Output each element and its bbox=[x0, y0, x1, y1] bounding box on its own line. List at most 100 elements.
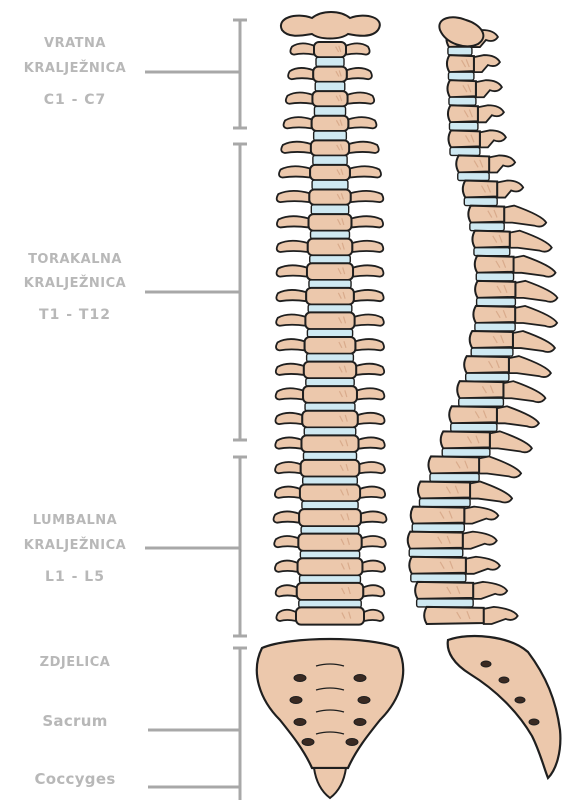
side-vertebra bbox=[468, 206, 546, 231]
side-intervertebral-disc bbox=[458, 172, 489, 180]
side-vertebral-body bbox=[408, 532, 463, 549]
intervertebral-disc bbox=[300, 575, 361, 582]
side-vertebral-body bbox=[424, 607, 484, 624]
left-transverse-process bbox=[288, 68, 313, 79]
side-sacral-foramen bbox=[529, 719, 539, 725]
side-vertebra bbox=[447, 55, 500, 80]
side-vertebral-body bbox=[464, 356, 509, 373]
side-vertebral-body bbox=[448, 130, 479, 147]
left-transverse-process bbox=[277, 191, 310, 202]
side-intervertebral-disc bbox=[476, 273, 513, 281]
left-transverse-process bbox=[274, 511, 300, 522]
vertebral-body bbox=[299, 509, 361, 526]
front-vertebra bbox=[277, 263, 384, 288]
side-intervertebral-disc bbox=[449, 97, 476, 105]
sacral-foramen bbox=[354, 675, 366, 682]
side-vertebral-body bbox=[418, 482, 470, 499]
front-vertebra bbox=[276, 607, 383, 624]
right-transverse-process bbox=[349, 142, 379, 153]
spinous-process bbox=[484, 607, 518, 624]
left-transverse-process bbox=[276, 290, 306, 301]
left-transverse-process bbox=[277, 241, 308, 252]
spinous-process bbox=[478, 105, 504, 122]
side-intervertebral-disc bbox=[466, 373, 509, 381]
side-intervertebral-disc bbox=[412, 524, 464, 532]
cervical-bracket bbox=[145, 20, 247, 128]
spinous-process bbox=[490, 431, 532, 452]
intervertebral-disc bbox=[306, 378, 354, 386]
side-sacral-foramen bbox=[499, 677, 509, 683]
side-vertebra bbox=[447, 80, 501, 105]
side-vertebra bbox=[415, 582, 507, 607]
right-transverse-process bbox=[350, 166, 381, 177]
side-vertebra bbox=[464, 356, 551, 381]
side-vertebra bbox=[473, 306, 557, 331]
right-transverse-process bbox=[348, 117, 376, 128]
spinous-process bbox=[510, 231, 552, 252]
spinous-process bbox=[497, 181, 523, 198]
spinous-process bbox=[514, 256, 556, 277]
intervertebral-disc bbox=[303, 452, 356, 460]
side-vertebral-body bbox=[457, 381, 503, 398]
side-vertebral-body bbox=[448, 105, 478, 122]
intervertebral-disc bbox=[312, 180, 348, 189]
intervertebral-disc bbox=[305, 403, 355, 411]
side-vertebral-body bbox=[441, 431, 490, 448]
side-intervertebral-disc bbox=[419, 499, 470, 507]
sacral-foramen bbox=[290, 697, 302, 704]
side-intervertebral-disc bbox=[451, 423, 497, 431]
side-intervertebral-disc bbox=[450, 147, 480, 155]
side-intervertebral-disc bbox=[442, 448, 490, 456]
intervertebral-disc bbox=[308, 305, 352, 313]
vertebral-body bbox=[313, 67, 347, 82]
spinous-process bbox=[504, 206, 546, 227]
sacral-foramen bbox=[346, 739, 358, 746]
front-vertebra bbox=[274, 534, 386, 559]
side-vertebral-body bbox=[409, 557, 466, 574]
front-vertebra bbox=[276, 386, 385, 411]
right-transverse-process bbox=[348, 93, 375, 104]
side-vertebra bbox=[424, 607, 518, 624]
side-vertebral-body bbox=[447, 55, 474, 72]
pelvis-bracket bbox=[148, 648, 247, 800]
right-transverse-process bbox=[363, 585, 384, 596]
vertebral-body bbox=[300, 485, 360, 502]
side-vertebral-body bbox=[456, 155, 489, 172]
side-vertebra bbox=[470, 331, 555, 356]
right-transverse-process bbox=[357, 388, 384, 399]
intervertebral-disc bbox=[302, 501, 358, 509]
vertebral-body bbox=[301, 435, 358, 452]
front-vertebra bbox=[277, 190, 384, 215]
side-intervertebral-disc bbox=[470, 223, 504, 231]
right-transverse-process bbox=[358, 413, 385, 424]
vertebral-body bbox=[312, 91, 347, 106]
right-transverse-process bbox=[354, 290, 384, 301]
sacral-foramen bbox=[302, 739, 314, 746]
sacral-foramen bbox=[358, 697, 370, 704]
left-transverse-process bbox=[276, 339, 305, 350]
intervertebral-disc bbox=[316, 57, 344, 66]
right-transverse-process bbox=[355, 339, 384, 350]
side-sacrum-bone bbox=[448, 636, 561, 778]
right-transverse-process bbox=[347, 68, 372, 79]
front-vertebra bbox=[284, 116, 377, 141]
right-transverse-process bbox=[362, 561, 385, 572]
side-intervertebral-disc bbox=[471, 348, 513, 356]
right-transverse-process bbox=[352, 241, 383, 252]
side-vertebra bbox=[441, 431, 532, 456]
vertebral-body bbox=[307, 263, 353, 280]
side-vertebra bbox=[448, 130, 505, 155]
side-vertebra bbox=[418, 482, 512, 507]
side-intervertebral-disc bbox=[449, 122, 477, 130]
side-intervertebral-disc bbox=[448, 72, 473, 80]
side-intervertebral-disc bbox=[459, 398, 504, 406]
intervertebral-disc bbox=[309, 280, 351, 288]
side-vertebra bbox=[472, 231, 551, 256]
intervertebral-disc bbox=[301, 526, 359, 533]
vertebral-body bbox=[298, 558, 363, 575]
spinous-process bbox=[480, 130, 506, 147]
front-vertebra bbox=[276, 288, 383, 313]
left-transverse-process bbox=[279, 166, 310, 177]
left-transverse-process bbox=[276, 585, 297, 596]
side-vertebral-body bbox=[411, 507, 465, 524]
